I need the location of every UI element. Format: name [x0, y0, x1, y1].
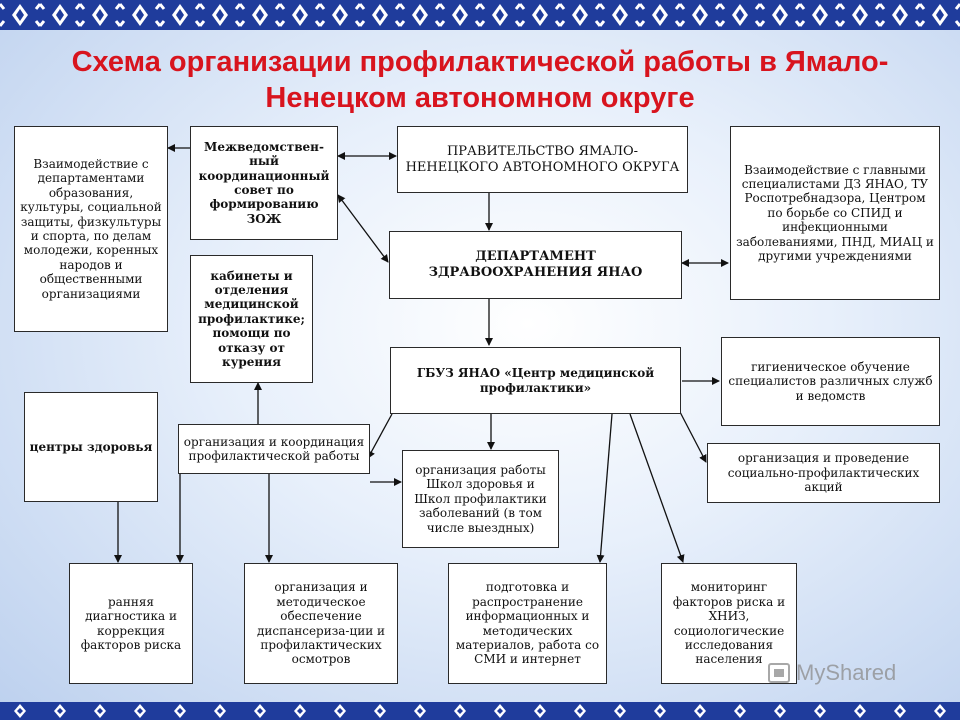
page-title: Схема организации профилактической работ…: [71, 46, 889, 114]
interagency-council-box: Межведомствен-ный координационный совет …: [190, 126, 338, 240]
top-ornament-border: [0, 0, 960, 30]
bottom-ornament-border: [0, 702, 960, 720]
watermark: MyShared: [768, 660, 896, 686]
prevention-offices-box: кабинеты и отделения медицинской профила…: [190, 255, 313, 383]
presentation-icon: [768, 663, 790, 683]
health-department-box: ДЕПАРТАМЕНТ ЗДРАВООХРАНЕНИЯ ЯНАО: [389, 231, 682, 299]
health-centers-box: центры здоровья: [24, 392, 158, 502]
hygienic-training-box: гигиеническое обучение специалистов разл…: [721, 337, 940, 426]
monitoring-box: мониторинг факторов риска и ХНИЗ, социол…: [661, 563, 797, 684]
social-actions-box: организация и проведение социально-профи…: [707, 443, 940, 503]
arrow-gbuz-to-info: [596, 413, 613, 563]
watermark-text: MyShared: [796, 660, 897, 685]
arrow-gbuz-to-coordination: [367, 413, 393, 459]
info-materials-box: подготовка и распространение информацион…: [448, 563, 607, 684]
interaction-specialists-box: Взаимодействие с главными специалистами …: [730, 126, 940, 300]
arrow-gbuz-to-monitoring: [629, 413, 685, 563]
early-diagnosis-box: ранняя диагностика и коррекция факторов …: [69, 563, 193, 684]
government-box: ПРАВИТЕЛЬСТВО ЯМАЛО-НЕНЕЦКОГО АВТОНОМНОГ…: [397, 126, 688, 193]
methodical-support-box: организация и методическое обеспечение д…: [244, 563, 398, 684]
arrow-gbuz-to-social-actions: [679, 411, 707, 463]
health-schools-box: организация работы Школ здоровья и Школ …: [402, 450, 559, 548]
arrow-council-department: [337, 194, 389, 263]
coordination-box: организация и координация профилактическ…: [178, 424, 370, 474]
ornament-pattern: [0, 0, 960, 30]
interaction-departments-box: Взаимодействие с департаментами образова…: [14, 126, 168, 332]
ornament-pattern-bottom: [0, 702, 960, 720]
gbuz-center-box: ГБУЗ ЯНАО «Центр медицинской профилактик…: [390, 347, 681, 414]
